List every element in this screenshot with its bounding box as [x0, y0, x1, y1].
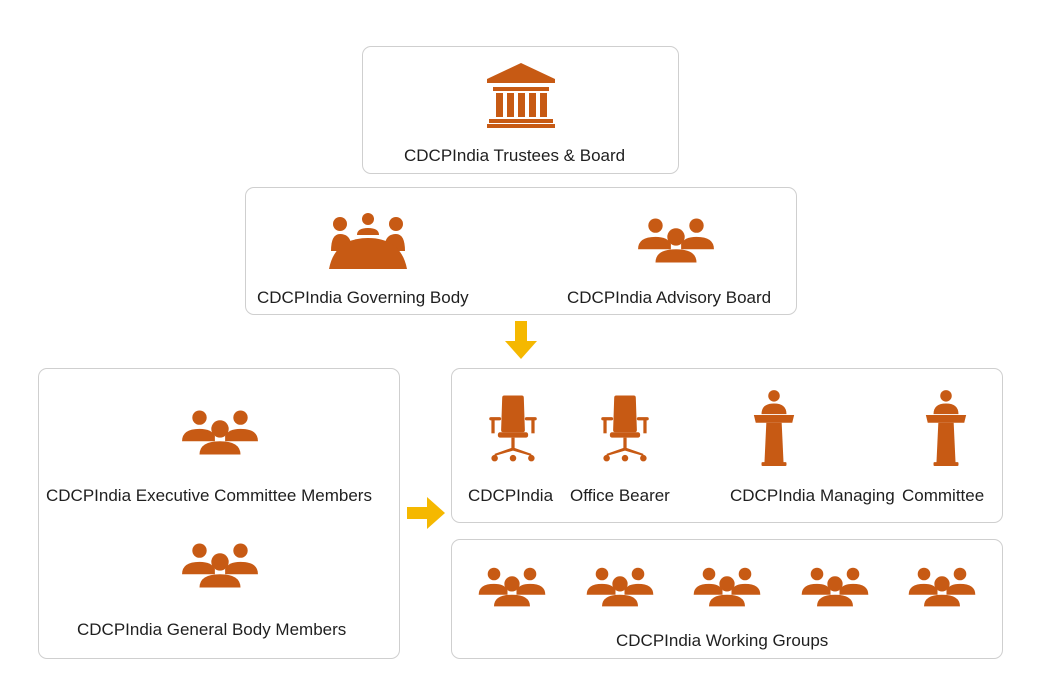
executive-group-icon: [179, 407, 261, 459]
working-groups-label: CDCPIndia Working Groups: [616, 631, 829, 650]
managing-label: CDCPIndia: [730, 486, 816, 505]
general-body-group-icon: [179, 540, 261, 592]
members-box: [38, 368, 400, 659]
advisory-group-icon: [635, 215, 717, 267]
managing-label: Committee: [902, 486, 985, 505]
executive-label: CDCPIndia Executive Committee Members: [46, 486, 372, 505]
working-group-icon: [584, 565, 656, 610]
governing-label: CDCPIndia Governing Body: [257, 288, 469, 307]
working-group-icon: [906, 565, 978, 610]
working-group-icon: [799, 565, 871, 610]
office-chair-icon: [598, 394, 652, 464]
general-body-label: CDCPIndia General Body Members: [77, 620, 347, 639]
office-chair-icon: [486, 394, 540, 464]
down-arrow-icon: [505, 321, 537, 364]
working-group-icon: [691, 565, 763, 610]
working-group-icon: [476, 565, 548, 610]
advisory-label: CDCPIndia Advisory Board: [567, 288, 772, 307]
managing-label: Managing: [820, 486, 895, 505]
podium-speaker-icon: [750, 388, 798, 469]
meeting-table-icon: [329, 213, 407, 269]
institution-icon: [487, 63, 555, 128]
trustees-label: CDCPIndia Trustees & Board: [404, 146, 626, 165]
office-label: CDCPIndia: [468, 486, 554, 505]
podium-speaker-icon: [922, 388, 970, 469]
office-label: Office Bearer: [570, 486, 670, 505]
office-box: [451, 368, 1003, 523]
right-arrow-icon: [407, 497, 445, 534]
